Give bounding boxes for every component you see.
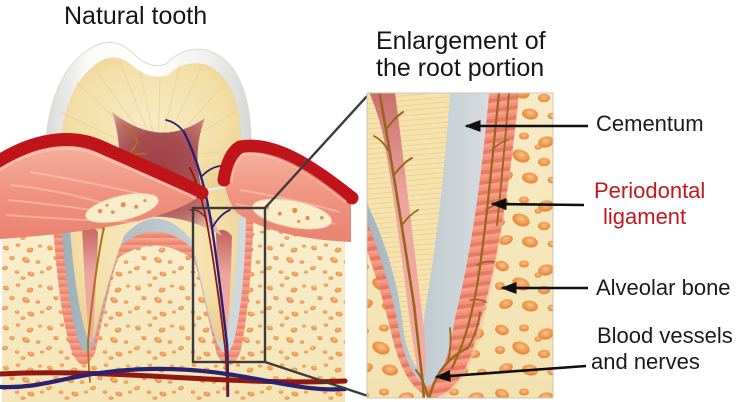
bone-spur-right [252,198,332,230]
label-periodontal-line1: Periodontal [594,178,706,203]
enlargement-border [366,92,554,399]
right-figure-title-line1: Enlargement of [376,27,546,55]
blood-vessels-arrow [434,364,587,382]
label-blood-line2: and nerves [591,348,700,374]
natural-tooth-figure [0,42,369,402]
zoom-rectangle [191,206,267,364]
label-alveolar-bone: Alveolar bone [596,275,731,300]
left-figure-title: Natural tooth [64,2,208,30]
gum-left [0,133,209,239]
enlargement-figure [366,92,554,399]
periodontal-ligament-arrow [490,198,585,211]
gum-right [217,139,359,242]
label-periodontal-ligament: Periodontal ligament [594,178,705,230]
vessels-nerves-enlarged [373,93,510,398]
right-figure-title: Enlargement of the root portion [376,28,546,81]
label-periodontal-line2: ligament [603,203,687,229]
label-blood-vessels-and-nerves: Blood vessels and nerves [591,323,733,375]
root-canals [82,224,232,342]
bone-spur-left [85,193,159,223]
label-blood-line1: Blood vessels [597,323,733,348]
connector-lines [264,94,369,398]
label-cementum: Cementum [596,111,704,136]
bottom-blood-vessels [0,366,348,392]
root-canal-enlarged [369,93,426,380]
right-figure-title-line2: the root portion [376,53,545,82]
